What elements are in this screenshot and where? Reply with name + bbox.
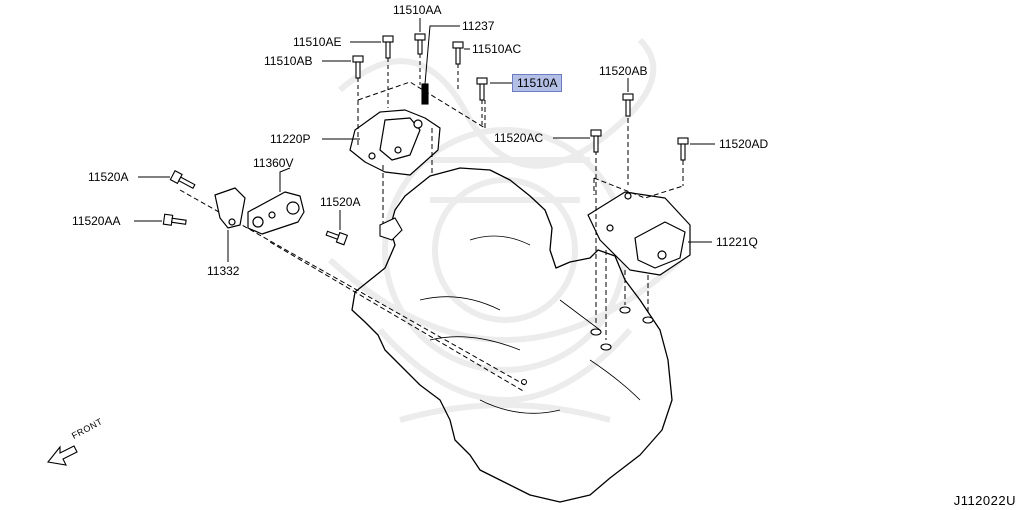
right-dashed-frame — [593, 118, 684, 340]
axis-end-point — [521, 379, 527, 385]
bolts-rear — [162, 170, 349, 246]
nut-4 — [642, 316, 654, 324]
callout-11510AA[interactable]: 11510AA — [393, 3, 442, 17]
engine-block-outline — [351, 167, 673, 503]
callout-11520A-left[interactable]: 11520A — [88, 170, 129, 184]
callout-11220P[interactable]: 11220P — [270, 132, 311, 146]
bolt-11510AC — [452, 41, 464, 65]
nut-3 — [619, 306, 631, 314]
bolt-11520AA — [162, 213, 187, 226]
callout-11510AC[interactable]: 11510AC — [472, 42, 522, 56]
callout-11510AB[interactable]: 11510AB — [264, 54, 313, 68]
bolt-11510AE — [382, 35, 394, 59]
callout-11360V[interactable]: 11360V — [253, 156, 294, 170]
upper-dashed-frame — [357, 81, 486, 230]
watermark-emblem — [327, 37, 683, 423]
callout-11520AA[interactable]: 11520AA — [72, 214, 121, 228]
bolt-11510A — [476, 77, 488, 101]
bolts-upper — [352, 33, 488, 105]
mount-bracket-11220P — [349, 109, 441, 176]
bolt-11520AC — [590, 129, 602, 153]
callout-11520AC[interactable]: 11520AC — [494, 131, 544, 145]
front-arrow-icon — [46, 445, 78, 466]
callout-11237[interactable]: 11237 — [462, 19, 495, 33]
callout-11510AE[interactable]: 11510AE — [293, 35, 342, 49]
engine-side-lug — [379, 217, 403, 241]
stud-11237 — [421, 83, 429, 105]
rear-mount-link-11360V — [247, 191, 305, 235]
callout-11510A-highlighted[interactable]: 11510A — [512, 74, 563, 92]
upper-bolt-dashes — [357, 54, 483, 126]
diagram-code: J112022U — [953, 493, 1016, 508]
callout-11520AD[interactable]: 11520AD — [719, 137, 769, 151]
nut-1 — [590, 328, 602, 336]
bolts-right — [590, 93, 689, 351]
bolt-11520A-left — [169, 170, 196, 189]
callout-11221Q[interactable]: 11221Q — [716, 235, 758, 249]
engine-detail-lines — [419, 235, 641, 414]
mount-insulator-11221Q — [587, 191, 691, 276]
callout-11520A-mid[interactable]: 11520A — [320, 195, 361, 209]
bolt-11520A-mid — [325, 230, 349, 246]
rear-bracket-11332 — [214, 187, 246, 229]
bolt-11510AA — [414, 33, 426, 55]
lower-guide-line — [269, 241, 526, 393]
callout-11332[interactable]: 11332 — [207, 264, 240, 278]
leader-lines — [134, 18, 715, 262]
nut-2 — [600, 343, 612, 351]
bolt-11520AB — [622, 93, 634, 117]
callout-11520AB[interactable]: 11520AB — [599, 64, 648, 78]
bolt-11520AD — [677, 137, 689, 161]
